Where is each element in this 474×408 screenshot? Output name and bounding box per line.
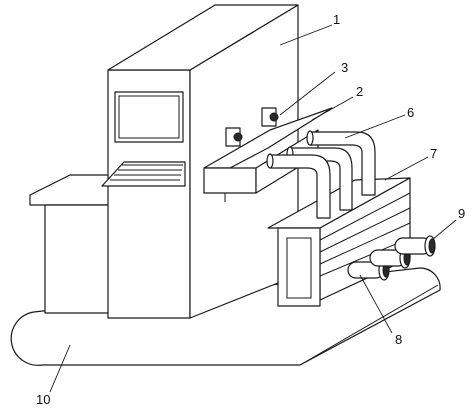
pipe-a	[306, 130, 376, 196]
callout-2: 2	[356, 84, 363, 99]
pipe-c	[266, 153, 331, 219]
callout-10: 10	[36, 392, 50, 407]
side-desk	[29, 174, 111, 314]
leader-lines	[49, 24, 457, 393]
nozzle-3	[394, 235, 436, 257]
callout-7: 7	[430, 146, 437, 161]
callout-3: 3	[341, 60, 348, 75]
camera-upper	[261, 107, 279, 127]
front-box	[277, 227, 321, 307]
keyboard	[101, 161, 186, 187]
callout-8: 8	[395, 332, 402, 347]
callout-1: 1	[333, 12, 340, 27]
callout-6: 6	[407, 105, 414, 120]
camera-lower	[225, 127, 243, 147]
display-screen	[114, 91, 184, 143]
callout-9: 9	[458, 206, 465, 221]
